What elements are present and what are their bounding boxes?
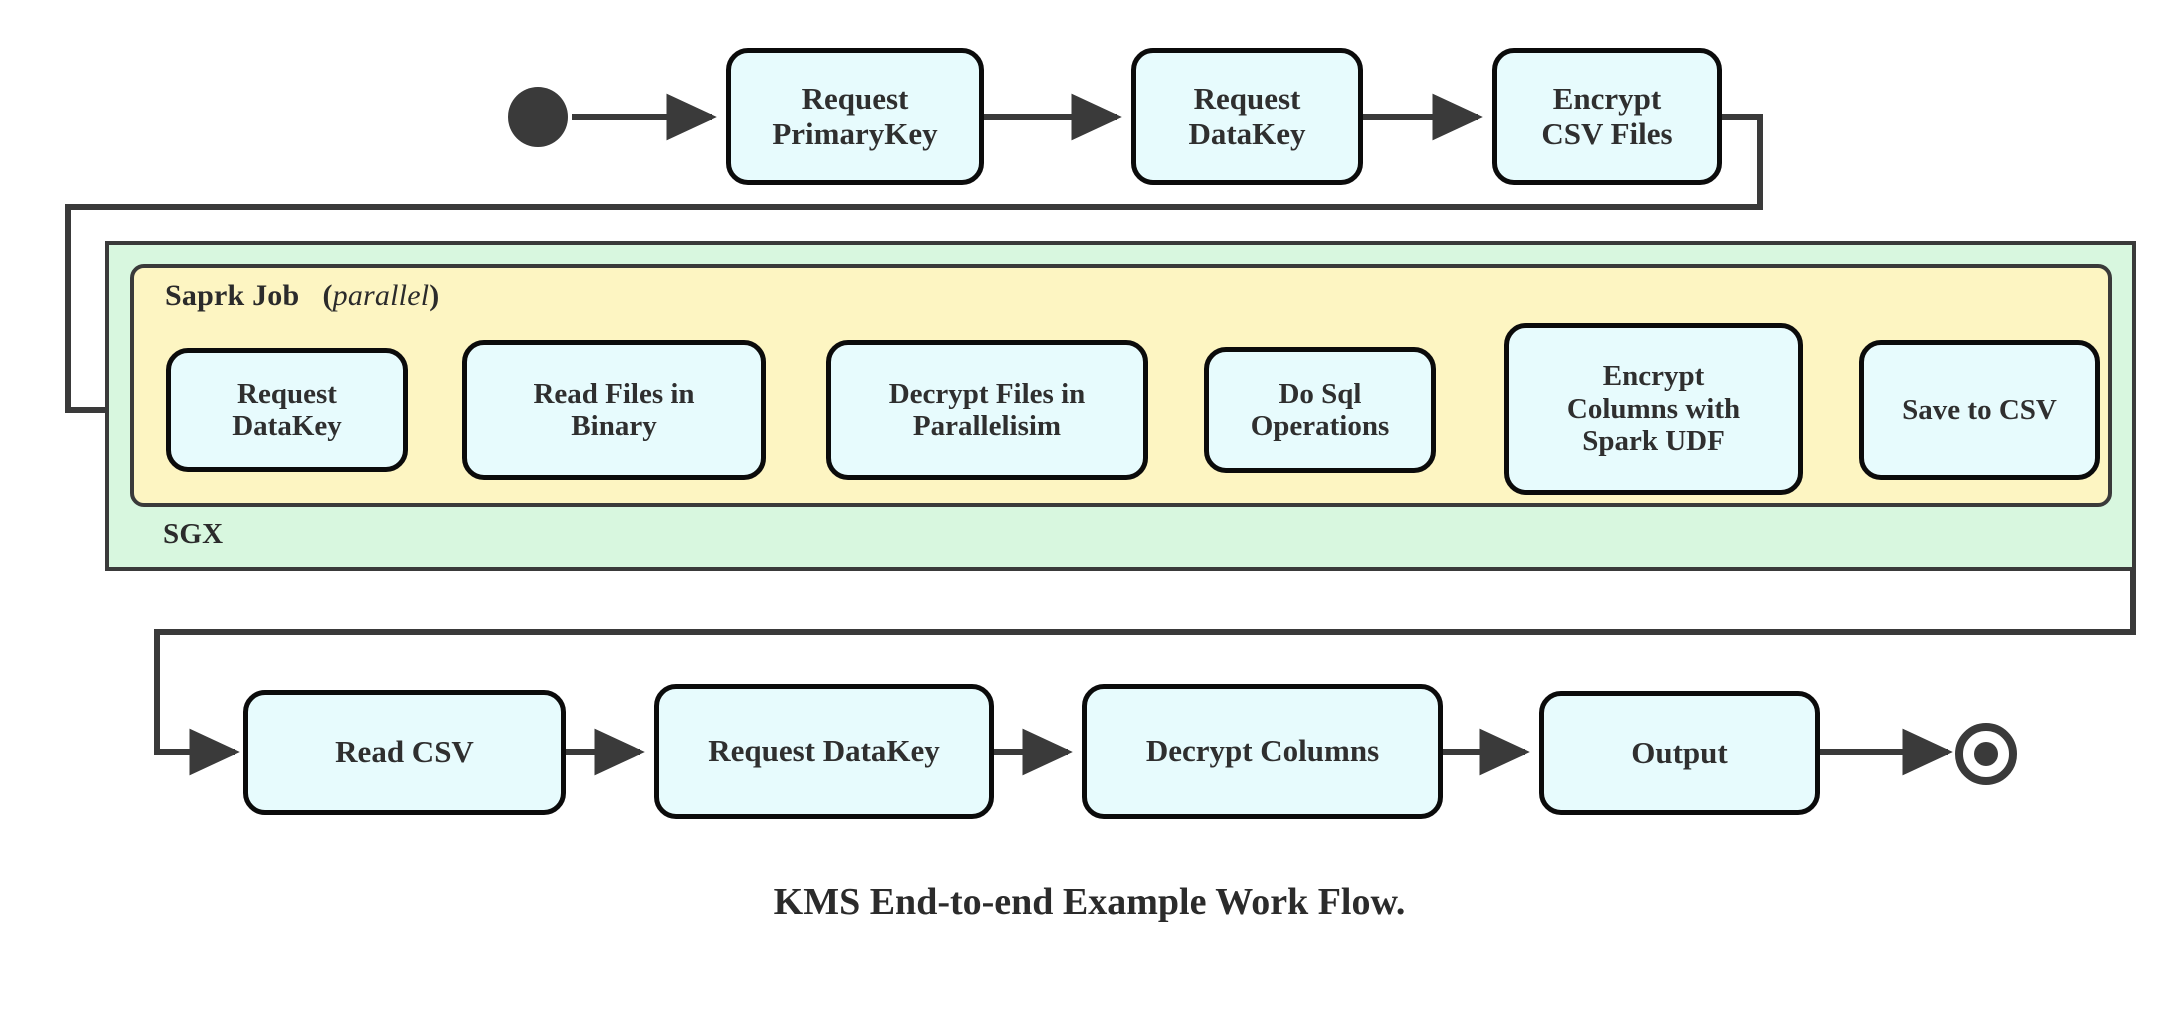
node-request-datakey-spark[interactable]: Request DataKey [166, 348, 408, 472]
node-line1: Request [801, 80, 909, 116]
node-decrypt-files-in-parallelisim[interactable]: Decrypt Files in Parallelisim [826, 340, 1148, 480]
node-line1: Request [1193, 80, 1301, 116]
node-line1: Request [237, 377, 337, 410]
node-output[interactable]: Output [1539, 691, 1820, 815]
node-line1: Decrypt Files in [888, 377, 1086, 410]
end-node-inner [1974, 742, 1998, 766]
node-line1: Encrypt [1602, 360, 1705, 393]
node-read-files-in-binary[interactable]: Read Files in Binary [462, 340, 766, 480]
node-request-datakey-top[interactable]: Request DataKey [1131, 48, 1363, 185]
node-line2: Columns with [1566, 392, 1741, 425]
node-request-datakey-bottom[interactable]: Request DataKey [654, 684, 994, 819]
node-line2: Binary [571, 410, 657, 442]
node-line2: DataKey [1188, 115, 1306, 151]
node-line1: Do Sql [1278, 377, 1362, 410]
spark-job-label-bold: Saprk Job [165, 279, 300, 312]
node-request-primarykey[interactable]: Request PrimaryKey [726, 48, 984, 185]
node-line3: Spark UDF [1582, 425, 1725, 458]
node-encrypt-csv-files[interactable]: Encrypt CSV Files [1492, 48, 1722, 185]
node-line1: Save to CSV [1902, 393, 2057, 426]
node-line1: Encrypt [1552, 80, 1662, 116]
node-line1: Request DataKey [708, 733, 940, 769]
spark-job-label-italic: parallel [332, 279, 430, 312]
node-line2: PrimaryKey [772, 115, 938, 151]
node-do-sql-operations[interactable]: Do Sql Operations [1204, 347, 1436, 473]
node-line2: Operations [1250, 410, 1390, 442]
node-read-csv[interactable]: Read CSV [243, 690, 566, 815]
node-line1: Read Files in [533, 377, 695, 410]
sgx-label: SGX [163, 518, 224, 550]
diagram-caption: KMS End-to-end Example Work Flow. [773, 881, 1406, 923]
node-line1: Output [1631, 734, 1728, 770]
start-node [508, 87, 568, 147]
node-line2: CSV Files [1541, 115, 1673, 151]
node-line2: Parallelisim [912, 410, 1062, 442]
end-node [1955, 723, 2017, 785]
node-decrypt-columns[interactable]: Decrypt Columns [1082, 684, 1443, 819]
spark-job-label: Saprk Job (parallel) [165, 279, 440, 312]
node-encrypt-columns-spark-udf[interactable]: Encrypt Columns with Spark UDF [1504, 323, 1803, 495]
node-line1: Read CSV [335, 734, 474, 770]
node-line2: DataKey [232, 410, 342, 442]
node-save-to-csv[interactable]: Save to CSV [1859, 340, 2100, 480]
node-line1: Decrypt Columns [1145, 733, 1380, 769]
